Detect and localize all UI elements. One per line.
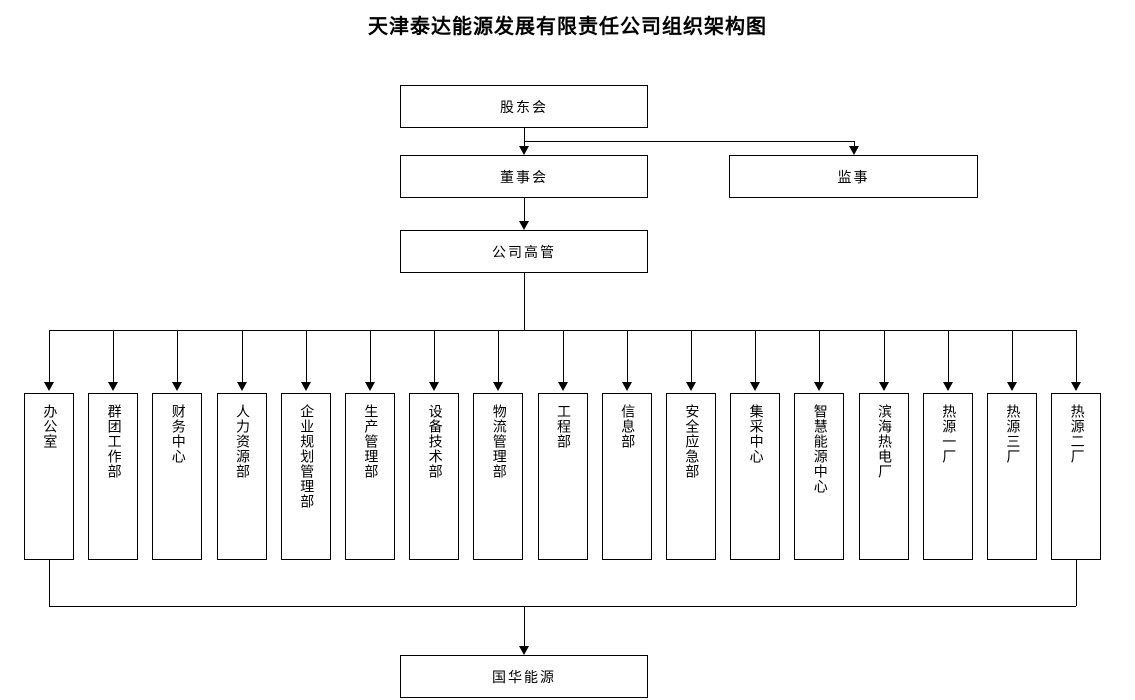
arrowhead-mass-org-work-icon <box>108 382 119 391</box>
node-label: 物流管理部 <box>490 404 507 479</box>
node-label: 财务中心 <box>169 404 186 464</box>
node-human-resources[interactable]: 人力资源部 <box>216 393 267 560</box>
connector-bus-drop-equipment-technology <box>434 330 436 382</box>
connector-bus-drop-safety-emergency <box>691 330 692 382</box>
connector-board-to-executives <box>524 198 525 221</box>
connector-bottom-bus <box>49 606 1077 607</box>
node-finance-center[interactable]: 财务中心 <box>152 393 203 560</box>
node-label: 滨海热电厂 <box>876 404 892 479</box>
connector-bus-drop-human-resources <box>241 330 243 382</box>
arrowhead-production-management-icon <box>365 382 375 391</box>
node-office[interactable]: 办公室 <box>24 393 74 560</box>
arrowhead-office-icon <box>44 382 54 391</box>
connector-bottom-left-drop <box>49 560 50 606</box>
node-label: 集采中心 <box>747 404 764 464</box>
arrowhead-logistics-management-icon <box>493 382 504 391</box>
arrowhead-equipment-technology-icon <box>429 382 440 391</box>
node-label: 热源三厂 <box>1004 404 1021 464</box>
connector-bus-drop-smart-energy-center <box>819 330 821 382</box>
node-label: 工程部 <box>555 404 571 449</box>
node-executives[interactable]: 公司高管 <box>400 230 648 273</box>
connector-shareholders-to-supervisor <box>524 141 854 142</box>
node-mass-org-work[interactable]: 群团工作部 <box>88 393 139 560</box>
node-heat-source-plant-3[interactable]: 热源三厂 <box>987 393 1037 560</box>
connector-bus-drop-finance-center <box>177 330 179 382</box>
page-title: 天津泰达能源发展有限责任公司组织架构图 <box>368 14 767 38</box>
connector-bus-drop-office <box>49 330 50 382</box>
node-label: 股东会 <box>500 99 548 116</box>
arrowhead-heat-source-plant-1-icon <box>942 382 953 391</box>
connector-bottom-right-drop <box>1076 560 1078 606</box>
connector-bus-drop-heat-source-plant-3 <box>1012 330 1013 382</box>
connector-shareholders-to-board <box>524 128 525 146</box>
node-label: 设备技术部 <box>426 404 443 479</box>
arrowhead-information-icon <box>621 382 632 391</box>
arrowhead-centralized-procurement-icon <box>750 382 761 391</box>
connector-bus-drop-enterprise-planning <box>305 330 307 382</box>
node-safety-emergency[interactable]: 安全应急部 <box>666 393 716 560</box>
node-shareholders[interactable]: 股东会 <box>400 85 648 128</box>
node-label: 监事 <box>837 169 870 186</box>
node-centralized-procurement[interactable]: 集采中心 <box>730 393 781 560</box>
connector-bus-drop-production-management <box>370 330 371 382</box>
arrowhead-executives-icon <box>519 221 529 230</box>
node-smart-energy-center[interactable]: 智慧能源中心 <box>794 393 845 560</box>
node-enterprise-planning[interactable]: 企业规划管理部 <box>280 393 331 560</box>
connector-executives-to-bus <box>524 273 525 330</box>
connector-bus-drop-heat-source-plant-1 <box>947 330 949 382</box>
connector-bus-drop-engineering <box>562 330 564 382</box>
arrowhead-heat-source-plant-2-icon <box>1071 382 1082 391</box>
node-engineering[interactable]: 工程部 <box>537 393 588 560</box>
arrowhead-heat-source-plant-3-icon <box>1007 382 1017 391</box>
arrowhead-binhai-thermal-power-plant-icon <box>878 382 889 391</box>
node-supervisor[interactable]: 监事 <box>729 155 978 198</box>
node-label: 人力资源部 <box>234 404 250 479</box>
node-label: 办公室 <box>41 404 58 449</box>
node-label: 董事会 <box>500 169 548 186</box>
node-label: 企业规划管理部 <box>298 404 315 509</box>
node-label: 国华能源 <box>492 669 556 686</box>
arrowhead-human-resources-icon <box>236 382 247 391</box>
node-label: 群团工作部 <box>105 404 122 479</box>
connector-department-bus <box>49 330 1077 331</box>
arrowhead-safety-emergency-icon <box>686 382 696 391</box>
connector-bus-drop-information <box>626 330 628 382</box>
arrowhead-enterprise-planning-icon <box>300 382 311 391</box>
connector-supervisor-drop <box>853 141 855 146</box>
arrowhead-finance-center-icon <box>172 382 183 391</box>
node-information[interactable]: 信息部 <box>601 393 652 560</box>
connector-bus-drop-heat-source-plant-2 <box>1076 330 1078 382</box>
arrowhead-supervisor-icon <box>848 146 859 155</box>
node-label: 生产管理部 <box>362 404 379 479</box>
node-binhai-thermal-power-plant[interactable]: 滨海热电厂 <box>858 393 909 560</box>
node-board[interactable]: 董事会 <box>400 155 648 198</box>
connector-bus-drop-binhai-thermal-power-plant <box>883 330 885 382</box>
node-guohua-energy[interactable]: 国华能源 <box>400 655 648 698</box>
connector-bus-drop-mass-org-work <box>113 330 115 382</box>
connector-bus-drop-centralized-procurement <box>755 330 757 382</box>
node-label: 公司高管 <box>492 244 556 261</box>
node-heat-source-plant-1[interactable]: 热源一厂 <box>922 393 973 560</box>
node-logistics-management[interactable]: 物流管理部 <box>473 393 524 560</box>
node-equipment-technology[interactable]: 设备技术部 <box>409 393 460 560</box>
connector-bus-drop-logistics-management <box>498 330 500 382</box>
node-label: 信息部 <box>619 404 636 449</box>
arrowhead-subsidiary-icon <box>519 646 529 655</box>
connector-bus-to-subsidiary <box>524 606 525 646</box>
node-label: 安全应急部 <box>683 404 700 479</box>
node-label: 热源二厂 <box>1068 404 1085 464</box>
node-heat-source-plant-2[interactable]: 热源二厂 <box>1051 393 1102 560</box>
node-production-management[interactable]: 生产管理部 <box>345 393 395 560</box>
node-label: 智慧能源中心 <box>811 404 828 494</box>
arrowhead-engineering-icon <box>557 382 568 391</box>
arrowhead-board-icon <box>519 146 529 155</box>
arrowhead-smart-energy-center-icon <box>814 382 825 391</box>
node-label: 热源一厂 <box>940 404 957 464</box>
